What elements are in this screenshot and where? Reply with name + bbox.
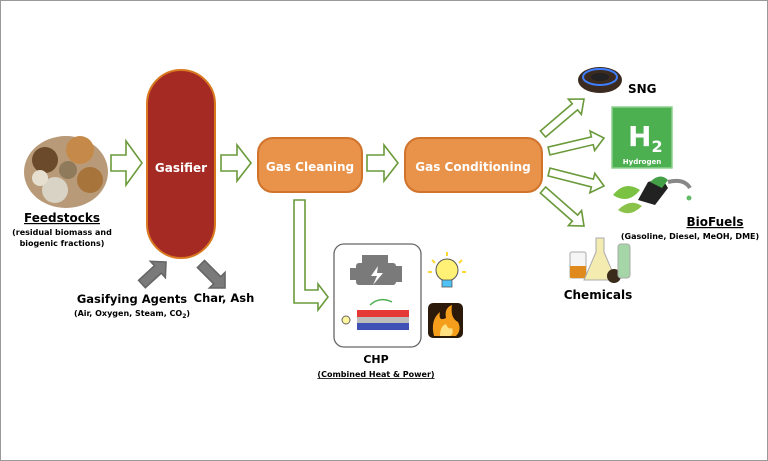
feedstocks-image [24,136,108,208]
hydrogen-tile [611,106,673,169]
fire-icon [428,303,463,338]
hydrogen-label: Hydrogen [623,158,661,166]
fuel-nozzle-icon [613,176,692,214]
gas-burner-icon [578,67,622,93]
to-chemicals-arrow [539,185,585,227]
light-bulb-icon [428,252,466,288]
feedstocks-sub1: (residual biomass and [12,228,112,237]
chp-label: CHP [363,353,388,366]
gas-cleaning-box [257,137,363,193]
hydrogen-symbol: H2 [628,120,663,156]
engine-icon [350,255,402,285]
feedstocks-sub2: biogenic fractions) [20,239,105,248]
feedstock-to-gasifier-arrow [110,138,143,188]
chp-sub: (Combined Heat & Power) [317,370,434,379]
gasifier-label: Gasifier [155,161,207,175]
biofuels-label: BioFuels [686,215,743,229]
fuel-cell-icon [341,298,409,330]
chemicals-label: Chemicals [564,288,633,302]
sng-label: SNG [628,82,657,96]
to-hydrogen-arrow [547,129,606,156]
chemical-flasks-icon [569,237,631,283]
to-biofuels-arrow [547,167,606,195]
char-ash-label: Char, Ash [194,291,255,305]
gas-conditioning-box [404,137,543,193]
gasifier-to-cleaning-arrow [220,142,253,184]
feedstocks-label: Feedstocks [24,211,100,225]
gas-cleaning-label: Gas Cleaning [266,160,354,174]
gas-conditioning-label: Gas Conditioning [415,160,530,174]
char-ash-arrow [196,259,226,289]
cleaning-to-conditioning-arrow [366,142,400,184]
gasifier-vessel [146,69,216,259]
gasifying-agents-label: Gasifying Agents [77,292,187,306]
gasifying-agents-sub: (Air, Oxygen, Steam, CO2) [74,309,190,320]
chp-branch-arrow [293,199,330,313]
gasifying-agents-arrow [137,260,167,289]
to-sng-arrow [539,98,585,139]
biofuels-sub: (Gasoline, Diesel, MeOH, DME) [621,232,759,241]
